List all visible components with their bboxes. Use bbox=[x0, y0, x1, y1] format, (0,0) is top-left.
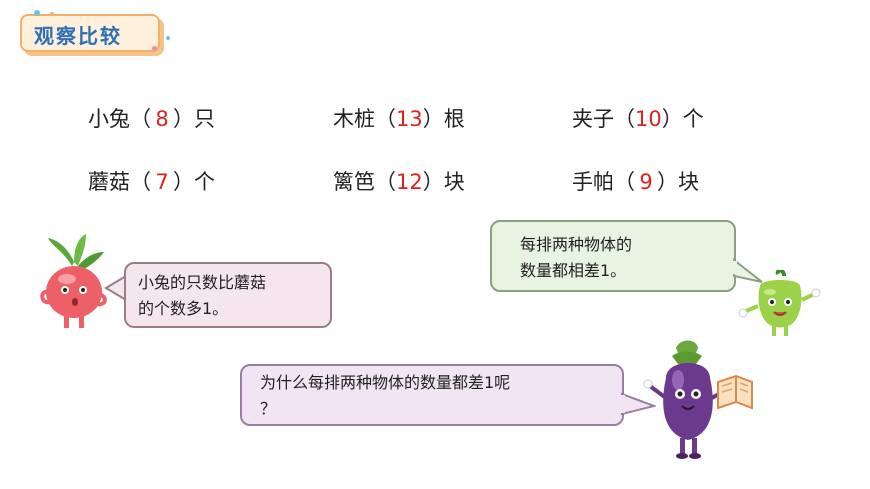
bubble-text-line: ？ bbox=[260, 399, 277, 418]
page-title: 观察比较 bbox=[34, 24, 122, 48]
open-paren: （ bbox=[375, 170, 396, 194]
bubble-text-line: 为什么每排两种物体的数量都差1呢 bbox=[260, 373, 511, 392]
section-title-badge: 观察比较 bbox=[20, 10, 170, 58]
close-paren: ） bbox=[173, 170, 194, 194]
bubble-text-line: 小兔的只数比蘑菇 bbox=[138, 273, 267, 292]
count-item: 篱笆（12）块 bbox=[333, 166, 465, 196]
speech-bubble-radish: 小兔的只数比蘑菇 的个数多1。 bbox=[124, 262, 332, 328]
count-value: 8 bbox=[155, 107, 169, 131]
open-paren: （ bbox=[130, 107, 151, 131]
radish-character-icon bbox=[40, 234, 107, 328]
bubble-tail bbox=[732, 258, 763, 283]
item-label: 蘑菇 bbox=[88, 170, 130, 194]
eggplant-character-icon bbox=[643, 340, 753, 459]
bubble-text-line: 的个数多1。 bbox=[138, 299, 229, 318]
speech-bubble-eggplant: 为什么每排两种物体的数量都差1呢 ？ bbox=[240, 364, 624, 426]
decor-dot bbox=[34, 10, 40, 16]
decor-dot bbox=[166, 36, 170, 40]
open-paren: （ bbox=[614, 170, 635, 194]
item-label: 木桩 bbox=[333, 107, 375, 131]
count-item: 木桩（13）根 bbox=[333, 103, 465, 133]
count-value: 7 bbox=[155, 170, 169, 194]
count-value: 9 bbox=[639, 170, 653, 194]
bubble-text-line: 数量都相差1。 bbox=[520, 261, 627, 280]
close-paren: ） bbox=[422, 170, 444, 194]
count-item: 夹子（10）个 bbox=[572, 103, 704, 133]
item-label: 篱笆 bbox=[333, 170, 375, 194]
open-paren: （ bbox=[375, 107, 396, 131]
count-item: 手帕（9）块 bbox=[572, 166, 699, 196]
item-label: 夹子 bbox=[572, 107, 614, 131]
speech-bubble-pepper: 每排两种物体的 数量都相差1。 bbox=[490, 220, 736, 292]
close-paren: ） bbox=[661, 107, 683, 131]
bubble-text-line: 每排两种物体的 bbox=[520, 235, 633, 254]
item-unit: 块 bbox=[678, 170, 699, 194]
item-unit: 块 bbox=[443, 170, 465, 194]
decor-dot bbox=[50, 12, 54, 16]
open-paren: （ bbox=[130, 170, 151, 194]
item-label: 小兔 bbox=[88, 107, 130, 131]
decor-dot bbox=[152, 46, 157, 51]
count-value: 13 bbox=[396, 107, 423, 131]
title-badge-face bbox=[20, 14, 160, 52]
item-unit: 根 bbox=[443, 107, 465, 131]
item-unit: 个 bbox=[194, 170, 215, 194]
pepper-character-icon bbox=[738, 270, 821, 336]
close-paren: ） bbox=[657, 170, 678, 194]
count-value: 10 bbox=[635, 107, 662, 131]
item-unit: 个 bbox=[682, 107, 704, 131]
count-item: 蘑菇（7）个 bbox=[88, 166, 215, 196]
close-paren: ） bbox=[173, 107, 194, 131]
count-item: 小兔（8）只 bbox=[88, 103, 215, 133]
close-paren: ） bbox=[422, 107, 444, 131]
open-paren: （ bbox=[614, 107, 635, 131]
bubble-tail bbox=[620, 392, 656, 416]
item-label: 手帕 bbox=[572, 170, 614, 194]
item-unit: 只 bbox=[194, 107, 215, 131]
count-value: 12 bbox=[396, 170, 423, 194]
